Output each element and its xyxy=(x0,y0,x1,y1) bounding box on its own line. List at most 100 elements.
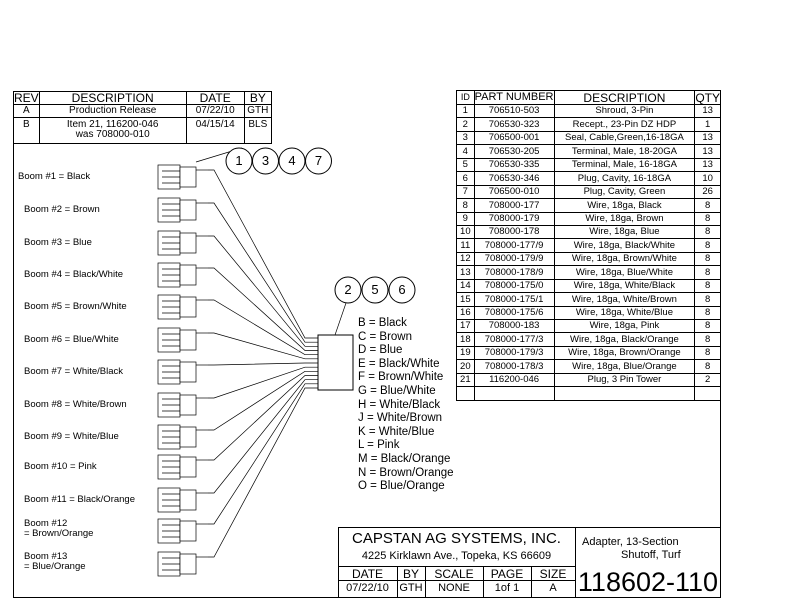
revision-table: REV DESCRIPTION DATE BY A Production Rel… xyxy=(13,91,273,144)
receptacle-23pin xyxy=(317,334,354,391)
item-balloon xyxy=(388,276,416,304)
boom-label: Boom #11 = Black/Orange xyxy=(24,494,135,505)
boom-connector xyxy=(157,294,208,320)
boom-label: Boom #12 xyxy=(24,518,68,529)
wire xyxy=(208,366,318,399)
balloon-number: 7 xyxy=(314,153,323,168)
balloon-number: 6 xyxy=(398,282,406,297)
wire-color-legend-item: L = Pink xyxy=(358,439,400,452)
title-block-header: DATE xyxy=(351,567,384,581)
title-block-value: GTH xyxy=(399,582,423,594)
balloon-number: 5 xyxy=(371,282,379,297)
title-block-header: SCALE xyxy=(434,567,474,581)
wire xyxy=(208,375,318,461)
boom-label: Boom #9 = White/Blue xyxy=(24,431,119,442)
part-qty: 8 xyxy=(694,238,721,253)
drawing-part-number: 118602-110 xyxy=(577,567,719,597)
boom-connector xyxy=(157,518,208,544)
rev-description-cont: was 708000-010 xyxy=(75,129,150,140)
company-name: CAPSTAN AG SYSTEMS, INC. xyxy=(352,530,561,547)
parts-header: DESCRIPTION xyxy=(553,90,696,105)
rev-id: B xyxy=(13,117,40,144)
rev-header: BY xyxy=(243,91,273,105)
rev-header: DESCRIPTION xyxy=(38,91,187,105)
boom-connector xyxy=(157,327,208,353)
part-qty: 8 xyxy=(694,198,721,213)
revision-row: A Production Release 07/22/10 GTH xyxy=(13,104,273,118)
boom-label: Boom #5 = Brown/White xyxy=(24,301,127,312)
boom-connector xyxy=(157,551,208,577)
boom-label: Boom #1 = Black xyxy=(18,171,91,182)
wire xyxy=(208,299,318,356)
company-address: 4225 Kirklawn Ave., Topeka, KS 66609 xyxy=(361,550,552,562)
boom-label: Boom #10 = Pink xyxy=(24,461,97,472)
wire-color-legend-item: B = Black xyxy=(358,317,407,329)
wire xyxy=(208,370,318,431)
boom-label-cont: = Blue/Orange xyxy=(24,561,86,572)
item-balloon xyxy=(361,276,389,304)
parts-row xyxy=(456,386,721,401)
wire xyxy=(208,267,318,351)
wire xyxy=(208,332,318,360)
boom-label: Boom #2 = Brown xyxy=(24,204,100,215)
boom-label: Boom #7 = White/Black xyxy=(24,366,124,377)
boom-label: Boom #3 = Blue xyxy=(24,237,92,248)
wire xyxy=(208,202,318,343)
wire-color-legend-item: O = Blue/Orange xyxy=(358,480,445,493)
boom-label: Boom #13 xyxy=(24,551,68,562)
boom-connector xyxy=(157,230,208,256)
wire-color-legend-item: C = Brown xyxy=(358,330,413,343)
wire-color-legend-item: M = Black/Orange xyxy=(358,453,451,465)
boom-label: Boom #4 = Black/White xyxy=(24,269,124,280)
boom-connector xyxy=(157,392,208,418)
parts-header: QTY xyxy=(694,90,721,105)
wire xyxy=(208,362,318,366)
wire-color-legend-item: J = White/Brown xyxy=(358,412,443,425)
wire-color-legend-item: G = Blue/White xyxy=(358,385,436,397)
title-block-header: SIZE xyxy=(539,567,567,581)
drawing-description-2: Shutoff, Turf xyxy=(621,549,681,561)
balloon-number: 3 xyxy=(261,153,270,168)
boom-connector xyxy=(157,359,208,385)
boom-label: Boom #6 = Blue/White xyxy=(24,334,119,345)
rev-by: BLS xyxy=(243,117,273,144)
wire xyxy=(208,387,318,558)
boom-connector xyxy=(157,487,208,513)
title-block-header: PAGE xyxy=(490,567,524,581)
title-block-value: A xyxy=(549,582,557,594)
item-balloon xyxy=(334,276,362,304)
wire xyxy=(208,169,318,339)
wire xyxy=(208,383,318,525)
rev-description: Item 21, 116200-046 xyxy=(66,119,159,130)
wire xyxy=(208,235,318,347)
part-qty xyxy=(694,386,721,401)
balloon-number: 4 xyxy=(288,153,296,168)
boom-connector xyxy=(157,197,208,223)
wire-color-legend-item: D = Blue xyxy=(358,344,403,357)
part-description xyxy=(553,386,696,401)
wire-color-legend-item: E = Black/White xyxy=(358,357,440,370)
title-block-value: 07/22/10 xyxy=(346,582,389,594)
boom-connector xyxy=(157,454,208,480)
title-block-value: NONE xyxy=(438,582,470,594)
leader-line-mid xyxy=(334,302,347,336)
wire-color-legend-item: K = White/Blue xyxy=(358,425,435,438)
boom-connector xyxy=(157,262,208,288)
title-block-value: 1of 1 xyxy=(494,582,520,594)
